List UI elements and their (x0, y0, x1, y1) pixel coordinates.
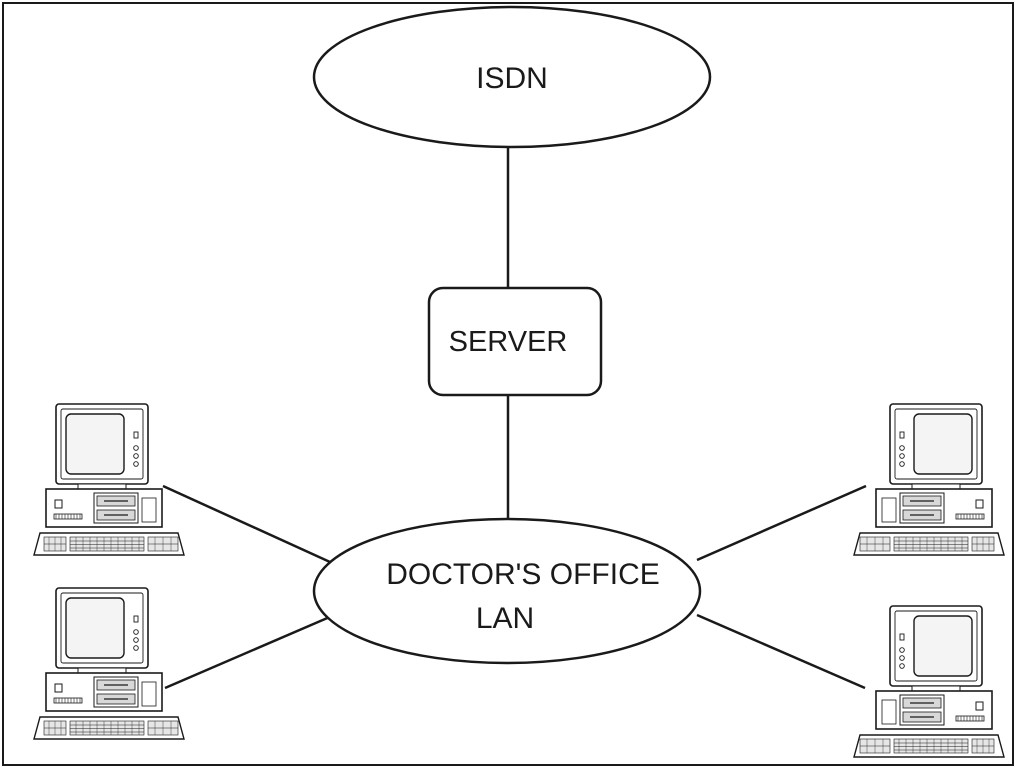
link-lan-pc-top-right (696, 484, 867, 562)
link-lan-pc-bottom-left (164, 614, 333, 690)
computer-top-left (33, 403, 185, 556)
isdn-label: ISDN (476, 62, 548, 95)
link-lan-pc-top-left (162, 484, 331, 564)
computer-bottom-right (853, 605, 1005, 758)
isdn-node: ISDN (312, 5, 712, 149)
server-label: SERVER (449, 326, 568, 358)
lan-label-line2: LAN (476, 602, 534, 635)
link-lan-pc-bottom-right (696, 613, 866, 690)
computer-top-right (853, 403, 1005, 556)
computer-bottom-left (33, 587, 185, 740)
lan-label-line1: DOCTOR'S OFFICE (386, 558, 660, 591)
server-node: SERVER (427, 286, 603, 397)
lan-node: DOCTOR'S OFFICE LAN (312, 517, 702, 665)
